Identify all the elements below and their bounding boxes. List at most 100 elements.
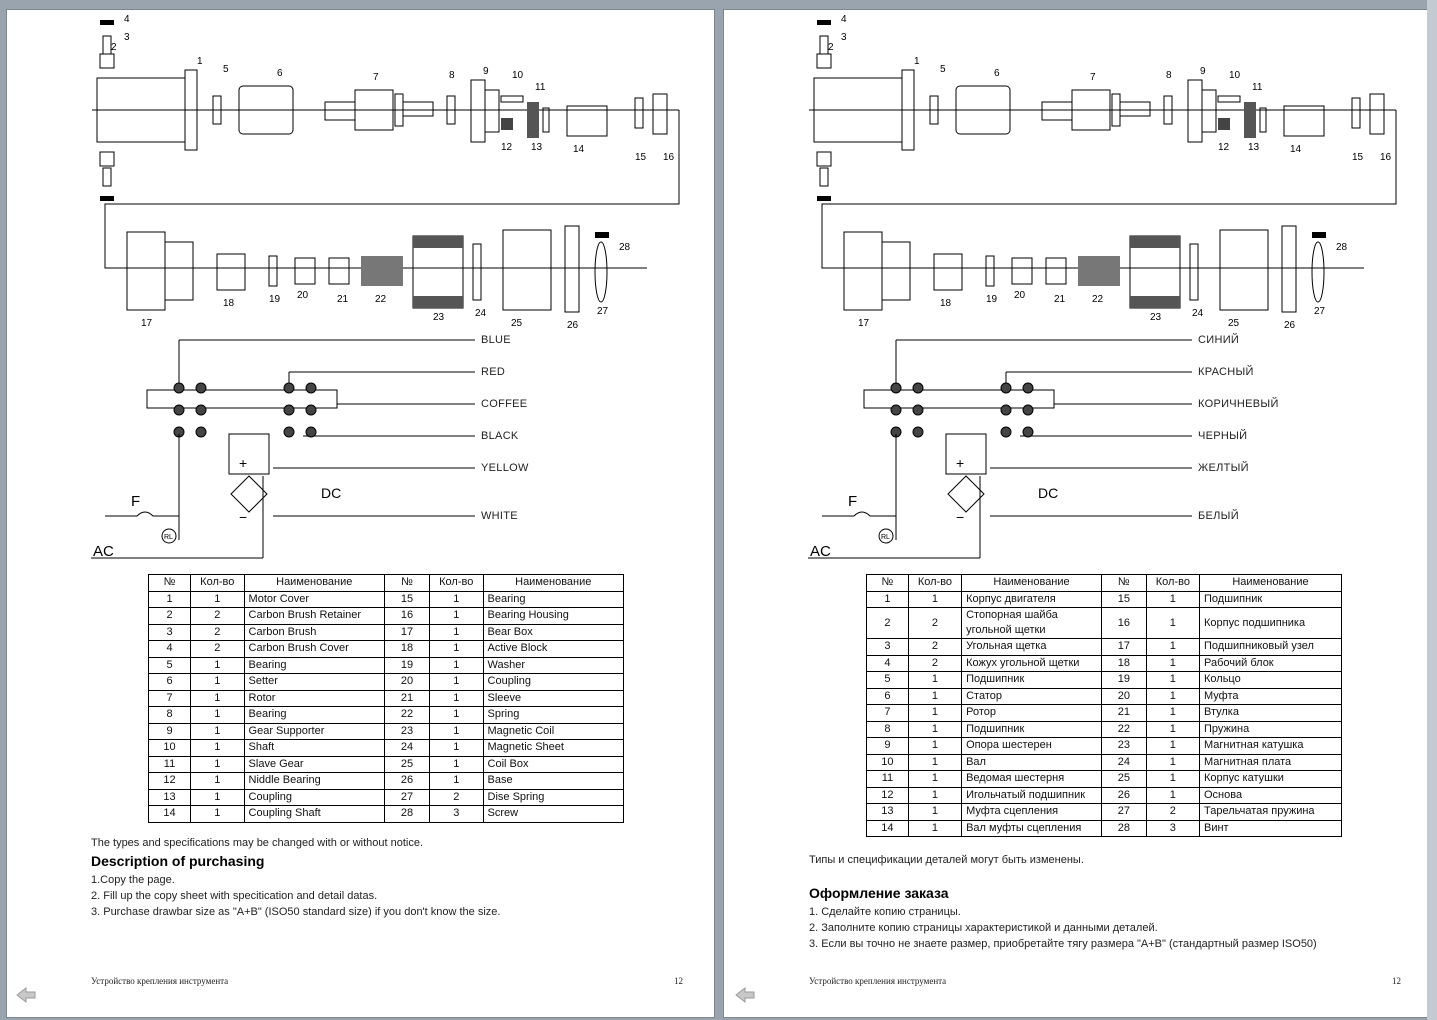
table-cell: 2 <box>1145 803 1201 821</box>
coupling <box>1259 107 1267 133</box>
magnetic-coil <box>1130 296 1180 308</box>
part-label: 27 <box>1314 306 1326 317</box>
table-cell: 1 <box>190 673 245 691</box>
part-label: 19 <box>269 294 281 305</box>
rotor-shaft <box>1119 101 1151 117</box>
part-label: 21 <box>337 294 349 305</box>
table-cell: 21 <box>383 689 430 707</box>
rectifier <box>228 433 270 475</box>
part-label: 1 <box>914 56 920 67</box>
terminal <box>1022 426 1034 438</box>
back-arrow-icon[interactable] <box>734 986 756 1004</box>
table-cell: Подшипник <box>1199 590 1342 608</box>
part-label: 16 <box>663 152 675 163</box>
table-cell: 27 <box>1100 803 1147 821</box>
active-block <box>933 253 963 291</box>
table-cell: Статор <box>961 687 1102 705</box>
table-cell: Магнитная плата <box>1199 753 1342 771</box>
table-cell: 1 <box>190 590 245 608</box>
part-label: 11 <box>1252 82 1263 93</box>
wire-label: СИНИЙ <box>1198 334 1240 346</box>
table-cell: 8 <box>147 706 192 724</box>
table-cell: 1 <box>907 753 963 771</box>
relay-label: RL <box>881 534 890 541</box>
table-cell: Ведомая шестерня <box>961 770 1102 788</box>
terminal <box>890 382 902 394</box>
table-cell: 1 <box>1145 737 1201 755</box>
needle-bearing <box>501 118 513 130</box>
table-header-cell: № <box>866 574 909 592</box>
gear-supporter <box>470 79 486 143</box>
table-cell: 3 <box>866 638 909 656</box>
wire-label: WHITE <box>481 510 518 522</box>
part-label: 27 <box>597 306 609 317</box>
motor-flange <box>901 69 915 151</box>
vertical-scrollbar[interactable] <box>1427 0 1437 1020</box>
bearing <box>446 95 456 125</box>
wire-label: КОРИЧНЕВЫЙ <box>1198 398 1279 410</box>
table-cell: 1 <box>428 739 484 757</box>
bearing-housing <box>652 93 668 135</box>
minus-sign: − <box>956 509 964 525</box>
table-cell: 4 <box>147 640 192 658</box>
magnetic-sheet <box>472 243 482 301</box>
table-cell: 17 <box>383 623 430 641</box>
table-cell: 1 <box>428 706 484 724</box>
page-number: 12 <box>1392 976 1401 986</box>
table-cell: 2 <box>190 607 245 625</box>
bearing <box>929 95 939 125</box>
table-cell: Dise Spring <box>482 788 625 806</box>
table-cell: 1 <box>428 607 484 625</box>
table-cell: 13 <box>866 803 909 821</box>
spring <box>361 256 403 286</box>
footer-title: Устройство крепления инструмента <box>91 976 229 986</box>
table-cell: 2 <box>907 654 963 672</box>
part-label: 9 <box>483 66 489 77</box>
table-cell: 28 <box>383 805 430 823</box>
purchase-step-3: 3. Если вы точно не знаете размер, приоб… <box>809 938 1317 950</box>
table-header-cell: Наименование <box>961 574 1102 592</box>
part-label: 16 <box>1380 152 1392 163</box>
table-cell: 23 <box>383 722 430 740</box>
terminal <box>1022 404 1034 416</box>
part-label: 2 <box>111 42 117 53</box>
table-cell: Основа <box>1199 786 1342 804</box>
table-cell: 14 <box>866 819 909 837</box>
part-label: 8 <box>449 70 455 81</box>
table-cell: 1 <box>147 590 192 608</box>
table-cell: Опора шестерен <box>961 737 1102 755</box>
table-cell: 3 <box>147 623 192 641</box>
table-cell: Ротор <box>961 704 1102 722</box>
table-cell: 1 <box>907 737 963 755</box>
back-arrow-icon[interactable] <box>15 986 37 1004</box>
slave-gear <box>527 102 539 138</box>
table-cell: 16 <box>383 607 430 625</box>
terminal <box>283 382 295 394</box>
setter <box>955 85 1011 135</box>
brush-retainer <box>816 151 832 167</box>
part-label: 5 <box>940 64 946 75</box>
table-cell: Винт <box>1199 819 1342 837</box>
table-cell: 18 <box>1100 654 1147 672</box>
wire-label: BLUE <box>481 334 511 346</box>
table-cell: 1 <box>1145 590 1201 608</box>
table-header-cell: Кол-во <box>907 574 963 592</box>
part-label: 15 <box>1352 152 1364 163</box>
table-cell: Bearing <box>243 656 385 674</box>
table-cell: 7 <box>147 689 192 707</box>
brush-cover <box>817 20 831 25</box>
relay <box>161 528 177 544</box>
terminal <box>283 426 295 438</box>
